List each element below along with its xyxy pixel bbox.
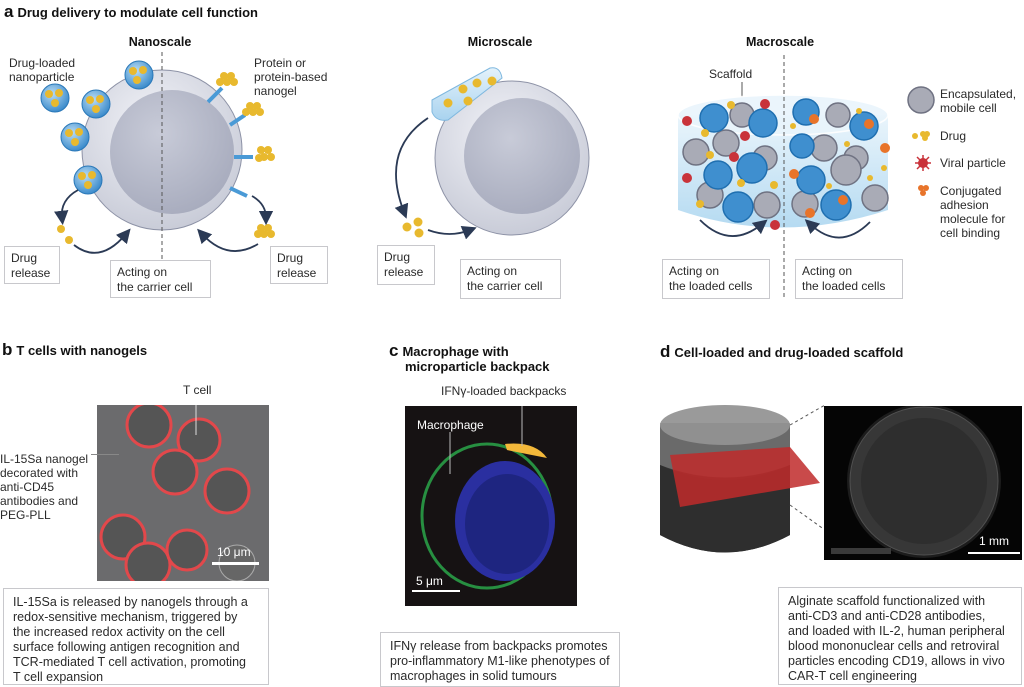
nanoparticle-icon	[124, 60, 154, 90]
leader-line	[91, 454, 119, 455]
nanoscale-heading: Nanoscale	[128, 35, 192, 49]
released-nanogel-icon	[254, 224, 275, 238]
scaffold-3d-render	[660, 404, 826, 553]
section-plane	[670, 447, 820, 507]
arrow-icon	[427, 225, 477, 240]
arrow-icon	[251, 195, 274, 226]
nanogel-stalk-icon	[229, 186, 248, 198]
adhesion-molecule-icon	[789, 114, 890, 218]
microscale-illustration	[394, 67, 590, 240]
nanogel-icon	[206, 72, 238, 104]
scale-bar-label: 1 mm	[979, 534, 1009, 548]
arrow-icon	[804, 219, 871, 239]
adhesion-molecule-icon	[918, 185, 929, 196]
scale-bar	[212, 562, 259, 565]
legend-item-encapsulated-cell: Encapsulated,mobile cell	[940, 87, 1017, 115]
microscale-heading: Microscale	[467, 35, 533, 49]
nanoparticle-icon	[73, 165, 103, 195]
label-macrophage: Macrophage	[417, 418, 484, 432]
arrow-icon	[699, 219, 768, 237]
arrow-icon	[197, 228, 259, 252]
legend-item-viral-particle: Viral particle	[940, 156, 1006, 170]
drug-icon	[912, 131, 930, 141]
t-cell-micrograph: 10 μm	[97, 405, 269, 581]
scale-bar-label: 10 μm	[217, 545, 251, 559]
arrow-icon	[54, 189, 79, 226]
panel-title-text: Drug delivery to modulate cell function	[17, 5, 259, 20]
arrow-icon	[394, 117, 429, 219]
label-ifng-backpacks: IFNγ-loaded backpacks	[441, 384, 567, 398]
microparticle-backpack-icon	[431, 67, 503, 121]
nanoparticle-icon	[60, 122, 90, 152]
nanoparticle-icon	[40, 83, 70, 113]
viral-particle-icon	[915, 155, 931, 171]
macroscale-heading: Macroscale	[745, 35, 815, 49]
panel-b-caption: IL-15Sa is released by nanogels through …	[3, 588, 269, 685]
label-scaffold: Scaffold	[709, 67, 753, 81]
legend-item-drug: Drug	[940, 129, 967, 143]
scaffold-illustration	[677, 55, 890, 300]
nanoparticle-icon	[81, 89, 111, 119]
encapsulated-cell-icon	[907, 86, 935, 114]
viral-particle-icon	[682, 99, 780, 230]
panel-letter: a	[4, 2, 14, 21]
nanogel-icon	[228, 102, 264, 127]
scaffold-cross-section: 1 mm	[824, 406, 1022, 560]
nanogel-icon	[234, 146, 275, 162]
arrow-icon	[73, 228, 131, 254]
carrier-cell	[434, 80, 590, 236]
released-drug-icon	[402, 217, 424, 238]
macrophage-micrograph: Macrophage 5 μm	[405, 406, 577, 606]
label-t-cell: T cell	[183, 383, 212, 397]
nanoscale-illustration	[40, 52, 275, 262]
label-drug-loaded-nanoparticle: Drug-loaded nanoparticle	[9, 56, 76, 84]
drug-cluster-icon	[696, 101, 887, 208]
released-drug-icon	[57, 225, 73, 244]
scale-bar-label: 5 μm	[416, 574, 443, 588]
scale-bar	[412, 590, 460, 592]
scale-bar	[968, 552, 1020, 554]
label-protein-nanogel: Protein or protein-based nanogel	[254, 56, 328, 98]
